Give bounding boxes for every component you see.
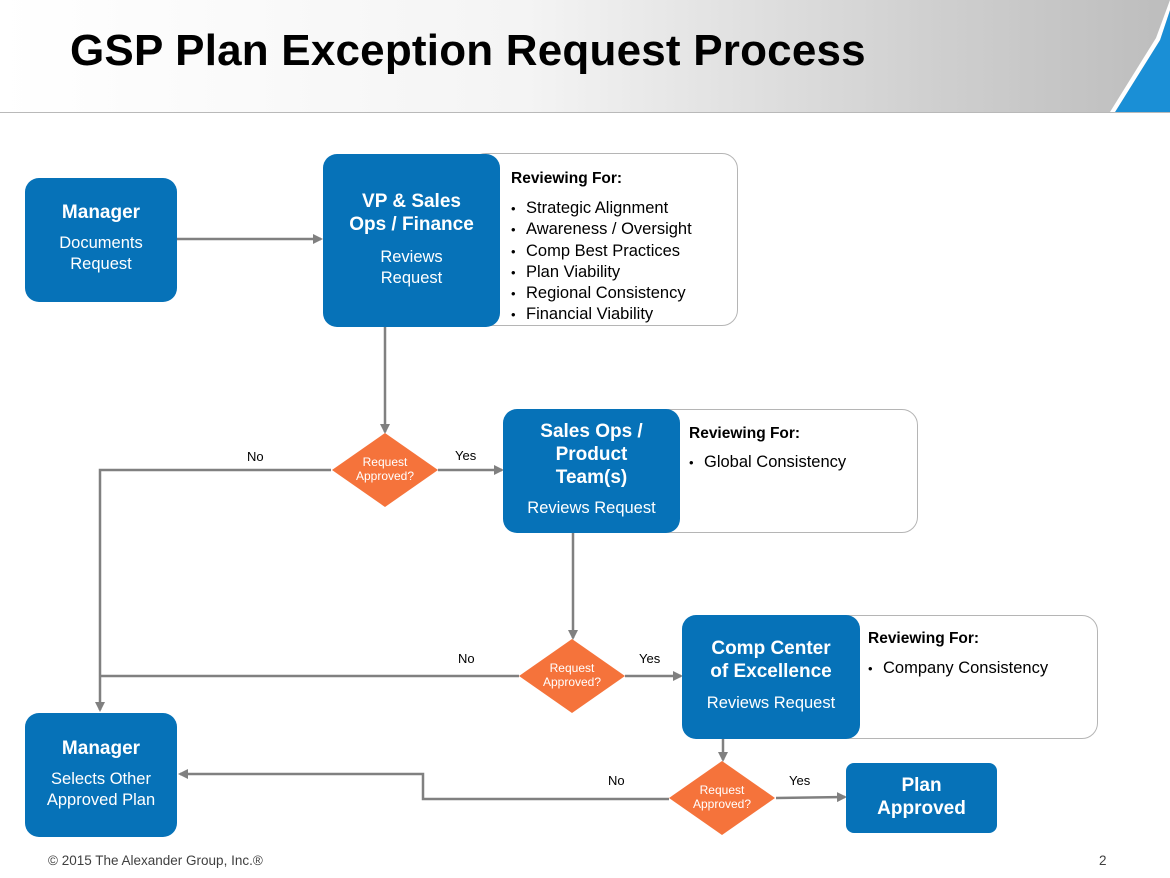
corner-accent-shape	[1110, 0, 1170, 112]
comp-title-line1: Comp Center	[711, 638, 831, 659]
plan-approved-line1: Plan	[901, 775, 942, 796]
vp-title-line2: Ops / Finance	[349, 214, 474, 235]
vp-review-list: Strategic Alignment Awareness / Oversigh…	[511, 198, 692, 326]
comp-review-list: Company Consistency	[868, 658, 1048, 679]
decision2-line1: Request	[549, 661, 595, 675]
decision1-line2: Approved?	[355, 469, 415, 483]
manager-selects-box: Manager Selects Other Approved Plan	[25, 713, 177, 837]
plan-approved-line2: Approved	[877, 798, 966, 819]
vp-line1: Reviews	[380, 248, 443, 266]
decision2-line2: Approved?	[542, 675, 602, 689]
salesops-reviewing-label: Reviewing For:	[689, 425, 801, 442]
salesops-title-line3: Team(s)	[555, 467, 628, 488]
connector-decision3-no	[178, 769, 669, 801]
manager-end-line2: Approved Plan	[46, 791, 156, 809]
salesops-review-list: Global Consistency	[689, 452, 846, 473]
connector-decision1-no	[95, 468, 331, 712]
copyright-footer: © 2015 The Alexander Group, Inc.®	[48, 853, 263, 868]
decision1-line1: Request	[362, 455, 408, 469]
comp-line1: Reviews Request	[706, 694, 836, 712]
list-item: Plan Viability	[511, 262, 692, 283]
manager-documents-box: Manager Documents Request	[25, 178, 177, 302]
plan-approved-box: Plan Approved	[846, 763, 997, 833]
list-item: Awareness / Oversight	[511, 219, 692, 240]
vp-title-line1: VP & Sales	[362, 191, 461, 212]
manager-end-title: Manager	[61, 738, 141, 759]
salesops-line1: Reviews Request	[527, 499, 656, 517]
list-item: Strategic Alignment	[511, 198, 692, 219]
title-bar: GSP Plan Exception Request Process	[0, 0, 1170, 113]
salesops-title-line2: Product	[555, 444, 628, 465]
decision1-no-label: No	[247, 449, 264, 464]
comp-center-box: Comp Center of Excellence Reviews Reques…	[682, 615, 860, 739]
salesops-title-line1: Sales Ops /	[540, 421, 643, 442]
list-item: Global Consistency	[689, 452, 846, 473]
comp-title-line2: of Excellence	[710, 661, 832, 682]
connector-decision3-yes	[775, 792, 847, 803]
decision3-line1: Request	[699, 783, 745, 797]
list-item: Financial Viability	[511, 304, 692, 325]
manager-start-line1: Documents	[59, 234, 143, 252]
decision2-yes-label: Yes	[639, 651, 661, 666]
list-item: Company Consistency	[868, 658, 1048, 679]
vp-finance-box: VP & Sales Ops / Finance Reviews Request	[323, 154, 500, 327]
comp-reviewing-label: Reviewing For:	[868, 630, 980, 647]
sales-ops-box: Sales Ops / Product Team(s) Reviews Requ…	[503, 409, 680, 533]
manager-end-line1: Selects Other	[51, 770, 151, 788]
page-title: GSP Plan Exception Request Process	[70, 26, 866, 75]
list-item: Regional Consistency	[511, 283, 692, 304]
decision2-no-label: No	[458, 651, 475, 666]
vp-line2: Request	[380, 269, 443, 287]
manager-start-line2: Request	[70, 255, 132, 273]
page-number: 2	[1099, 853, 1107, 868]
decision3-yes-label: Yes	[789, 773, 811, 788]
decision3-line2: Approved?	[692, 797, 752, 811]
decision1-yes-label: Yes	[455, 448, 477, 463]
decision3-no-label: No	[608, 773, 625, 788]
list-item: Comp Best Practices	[511, 241, 692, 262]
vp-reviewing-label: Reviewing For:	[511, 170, 623, 187]
manager-start-title: Manager	[61, 202, 141, 223]
